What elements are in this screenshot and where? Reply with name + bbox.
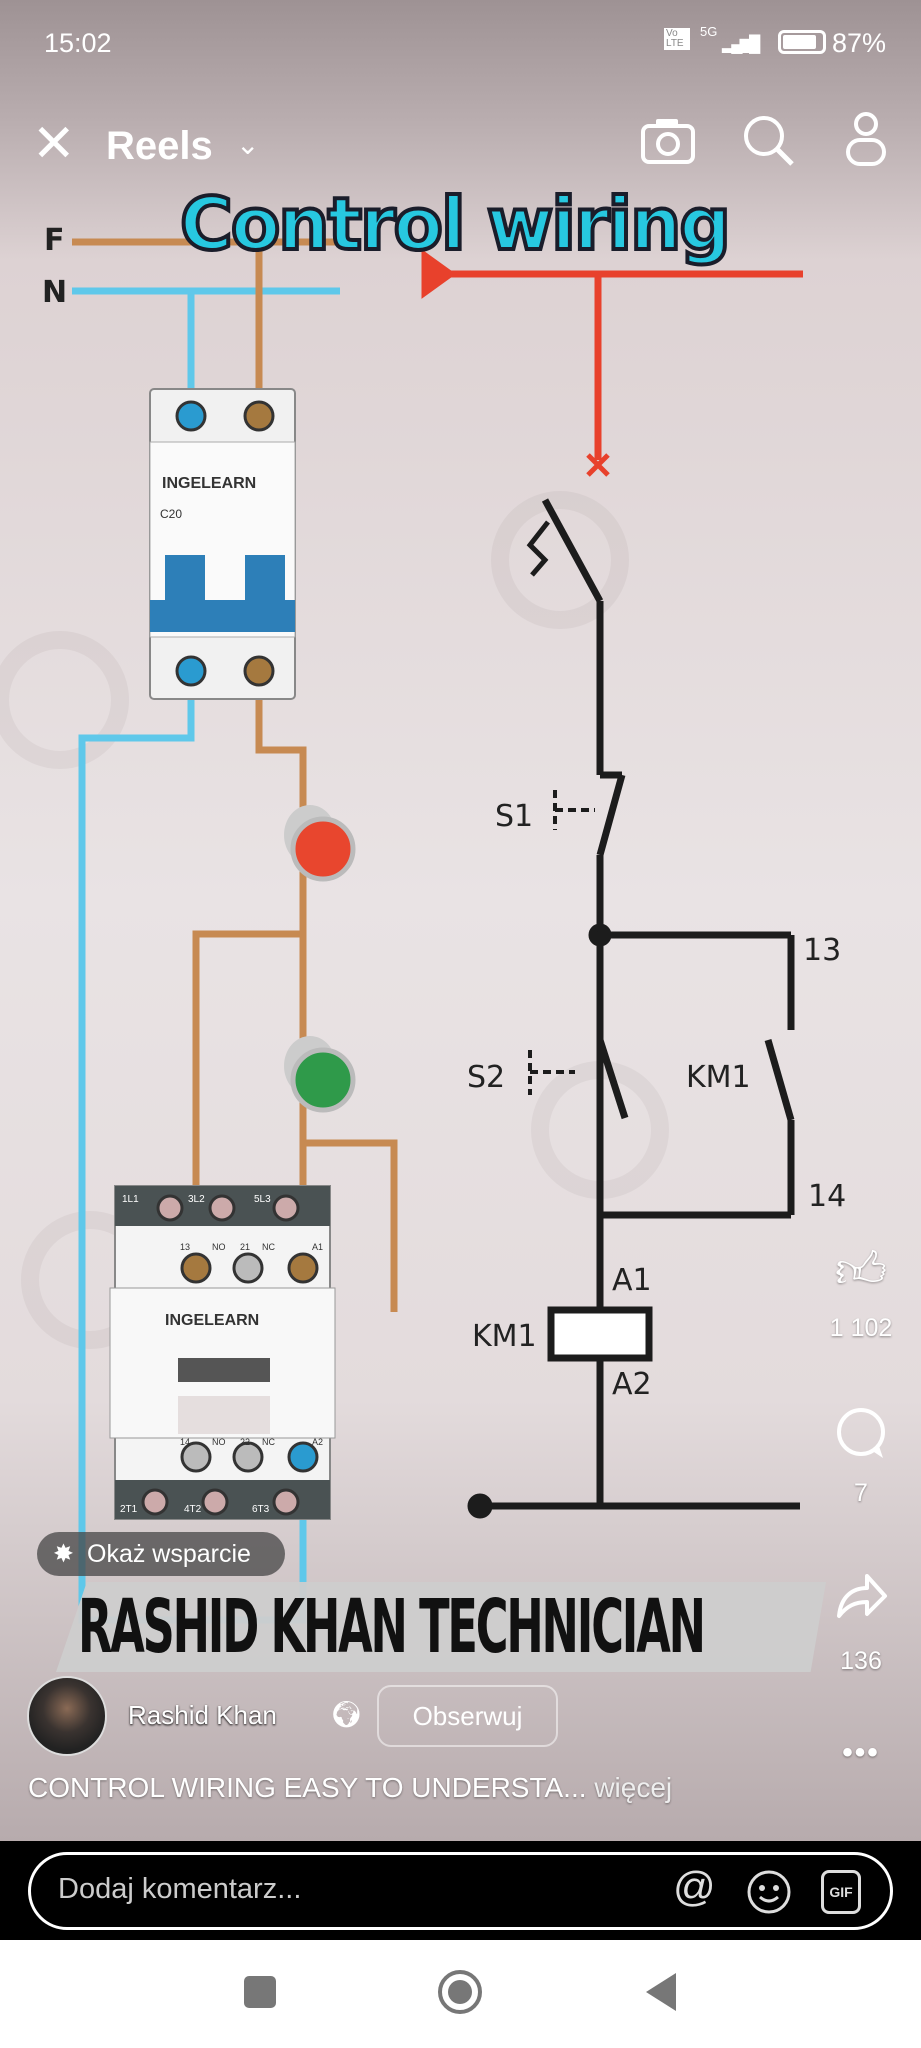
close-icon[interactable]: ✕ (32, 115, 76, 173)
caption[interactable]: CONTROL WIRING EASY TO UNDERSTA... więce… (28, 1772, 672, 1804)
top-bar: ✕ Reels ⌄ (0, 110, 921, 186)
share-button[interactable]: 136 (821, 1568, 901, 1676)
label-km1-contact: KM1 (686, 1060, 751, 1095)
svg-text:22: 22 (240, 1437, 250, 1447)
camera-icon[interactable] (640, 116, 696, 166)
label-a1: A1 (612, 1263, 652, 1298)
globe-icon: 🌍︎ (330, 1699, 364, 1729)
comment-button[interactable]: 7 (821, 1406, 901, 1508)
watermark-logo (491, 491, 629, 629)
label-a2: A2 (612, 1367, 652, 1402)
video-title-overlay: Control wiring (178, 182, 733, 266)
contactor: INGELEARN 13 NO 21 NC A1 14 NO 22 NC A2 … (109, 1185, 336, 1520)
contactor-brand: INGELEARN (165, 1312, 259, 1329)
label-14: 14 (808, 1179, 846, 1214)
schematic (421, 249, 803, 1519)
star-icon: ✸ (53, 1540, 74, 1568)
volte-icon: Vo LTE (664, 28, 690, 50)
gif-icon[interactable]: GIF (821, 1870, 861, 1914)
label-n: N (42, 275, 67, 310)
banner: RASHID KHAN TECHNICIAN (56, 1582, 826, 1672)
comment-bar: Dodaj komentarz... @ GIF (0, 1841, 921, 1940)
clock: 15:02 (44, 28, 112, 58)
banner-text: RASHID KHAN TECHNICIAN (78, 1582, 706, 1671)
svg-text:5L3: 5L3 (254, 1194, 271, 1205)
navigation-bar (0, 1940, 921, 2048)
comment-placeholder: Dodaj komentarz... (58, 1873, 302, 1905)
red-push-button (284, 805, 356, 882)
thumbs-up-icon: 👍︎ (834, 1242, 888, 1298)
svg-text:A1: A1 (312, 1242, 323, 1252)
reels-title[interactable]: Reels (106, 124, 213, 168)
label-coil: KM1 (472, 1319, 537, 1354)
brown-wire (255, 699, 307, 1190)
label-13: 13 (803, 933, 841, 968)
label-s2: S2 (467, 1060, 505, 1095)
svg-text:NC: NC (262, 1242, 275, 1252)
emoji-icon[interactable] (746, 1869, 792, 1915)
circuit-breaker: INGELEARN C20 (149, 388, 296, 700)
svg-text:NO: NO (212, 1242, 226, 1252)
label-f: F (44, 223, 65, 258)
comment-icon (837, 1408, 885, 1458)
like-button[interactable]: 👍︎ 1 102 (821, 1240, 901, 1343)
comment-input[interactable]: Dodaj komentarz... @ GIF (28, 1852, 893, 1930)
green-push-button (284, 1036, 356, 1113)
avatar[interactable] (27, 1676, 107, 1756)
like-count: 1 102 (829, 1314, 893, 1342)
more-link[interactable]: więcej (594, 1772, 673, 1803)
caption-text: CONTROL WIRING EASY TO UNDERSTA... (28, 1772, 587, 1803)
author-name[interactable]: Rashid Khan (128, 1700, 277, 1730)
watermark-logo (0, 631, 129, 769)
svg-text:A2: A2 (312, 1437, 323, 1447)
svg-text:3L2: 3L2 (188, 1194, 205, 1205)
svg-text:13: 13 (180, 1242, 190, 1252)
svg-text:6T3: 6T3 (252, 1504, 270, 1515)
recents-button[interactable] (244, 1976, 276, 2008)
at-icon[interactable]: @ (673, 1863, 716, 1910)
follow-button[interactable]: Obserwuj (377, 1685, 558, 1747)
svg-text:21: 21 (240, 1242, 250, 1252)
watermark-logos (0, 0, 921, 1841)
search-icon[interactable] (740, 112, 796, 168)
svg-text:NC: NC (262, 1437, 275, 1447)
svg-text:2T1: 2T1 (120, 1504, 138, 1515)
share-count: 136 (840, 1647, 882, 1675)
svg-text:14: 14 (180, 1437, 190, 1447)
back-button[interactable] (646, 1973, 676, 2011)
svg-text:4T2: 4T2 (184, 1504, 202, 1515)
battery-icon (778, 30, 826, 54)
svg-text:1L1: 1L1 (122, 1194, 139, 1205)
network-type: 5G (700, 24, 718, 39)
breaker-brand: INGELEARN (162, 475, 256, 492)
label-s1: S1 (495, 799, 533, 834)
comment-count: 7 (854, 1479, 868, 1507)
share-icon (837, 1574, 887, 1618)
signal-icon: ▂▄▆█ (722, 36, 760, 53)
more-options-icon[interactable]: ••• (842, 1736, 880, 1769)
chevron-down-icon[interactable]: ⌄ (236, 129, 260, 160)
svg-text:NO: NO (212, 1437, 226, 1447)
support-button[interactable]: ✸ Okaż wsparcie (37, 1532, 285, 1576)
breaker-model: C20 (160, 507, 182, 521)
status-bar: 15:02 Vo LTE 5G ▂▄▆█ 87% (0, 24, 921, 64)
home-button[interactable] (438, 1970, 482, 2014)
profile-icon[interactable] (844, 110, 888, 170)
battery-level: 87% (832, 28, 887, 58)
